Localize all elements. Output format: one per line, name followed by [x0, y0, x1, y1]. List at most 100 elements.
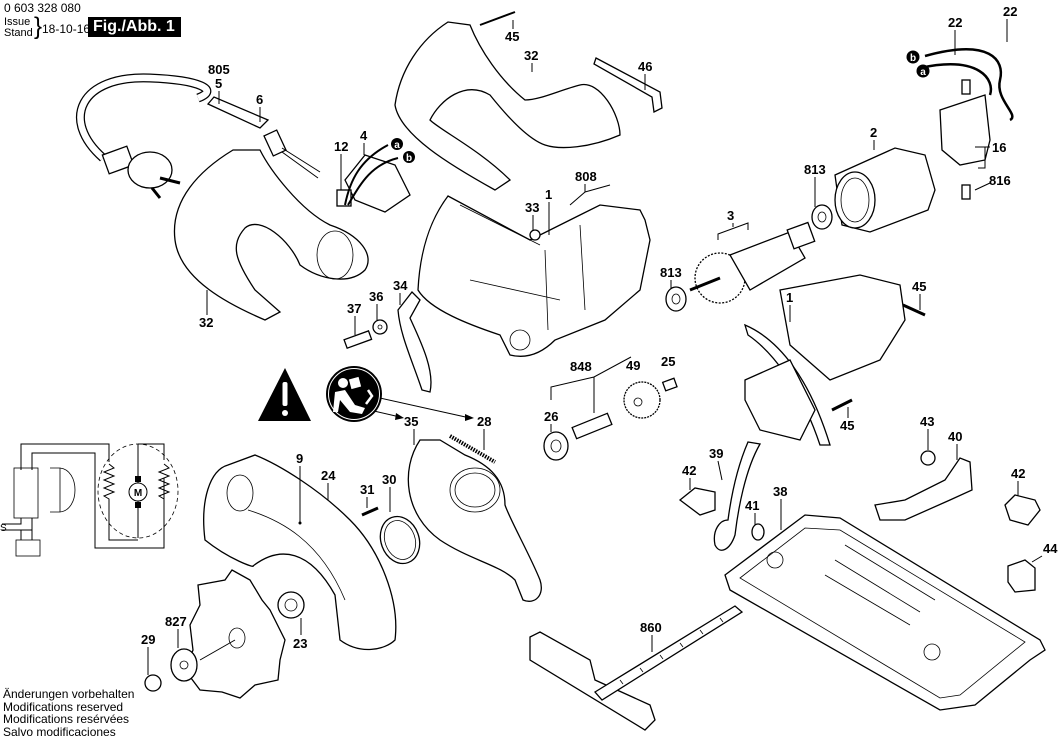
switch-assembly [336, 144, 411, 213]
callout-44: 44 [1043, 541, 1058, 556]
callout-30: 30 [382, 472, 396, 487]
parallel-guide [529, 605, 744, 731]
callout-848: 848 [570, 359, 592, 374]
callout-36: 36 [369, 289, 383, 304]
brush-holder [939, 79, 991, 200]
callout-45-top: 45 [505, 29, 519, 44]
issue-date: 18-10-16 [42, 22, 91, 36]
wire-marker-b-left [403, 151, 415, 163]
footer-note-fr: Modifications resérvées [3, 712, 130, 726]
read-manual-icon [326, 366, 382, 422]
callout-805: 805 [208, 62, 230, 77]
callout-45-motor-b: 45 [840, 418, 854, 433]
callout-12: 12 [334, 139, 348, 154]
callout-4: 4 [360, 128, 368, 143]
callout-813-a: 813 [804, 162, 826, 177]
callout-43: 43 [920, 414, 934, 429]
stand-label: Stand [4, 27, 33, 39]
wire-marker-a-left-text: a [394, 140, 400, 151]
shaft-848 [571, 412, 613, 440]
callout-31: 31 [360, 482, 374, 497]
callout-29: 29 [141, 632, 155, 647]
bearing-813-b [665, 286, 687, 312]
motor-housing [743, 274, 906, 446]
callout-6: 6 [256, 92, 263, 107]
footer-note-en: Modifications reserved [3, 699, 124, 714]
callout-39: 39 [709, 446, 723, 461]
callout-1-motor: 1 [786, 290, 793, 305]
screw-29 [144, 674, 162, 692]
callout-813-b: 813 [660, 265, 682, 280]
footer-note-es: Salvo modificaciones [3, 724, 116, 739]
callout-827: 827 [165, 614, 187, 629]
bearing-26 [543, 431, 569, 461]
callout-22-a: 22 [948, 15, 962, 30]
warning-triangle-icon [258, 368, 311, 421]
callout-49: 49 [626, 358, 640, 373]
knob-42-b [1004, 494, 1041, 526]
callout-35: 35 [404, 414, 418, 429]
callout-26: 26 [544, 409, 558, 424]
callout-816: 816 [989, 173, 1011, 188]
wire-marker-b-right [906, 50, 920, 64]
callout-34: 34 [393, 278, 408, 293]
callout-32-handle: 32 [199, 315, 213, 330]
callout-41: 41 [745, 498, 759, 513]
screw-43 [920, 450, 936, 466]
wire-marker-a-left [391, 138, 403, 150]
brace: } [34, 13, 43, 40]
screw-37 [343, 330, 373, 350]
callout-45-motor-a: 45 [912, 279, 926, 294]
callout-46: 46 [638, 59, 652, 74]
callout-22-b: 22 [1003, 4, 1017, 19]
callout-5: 5 [215, 76, 222, 91]
bearing-813-a [811, 204, 833, 230]
upper-guard [203, 454, 397, 651]
flange-827 [170, 648, 198, 682]
callout-42-b: 42 [1011, 466, 1025, 481]
footer-notes: Änderungen vorbehalten Modifications res… [3, 688, 134, 738]
motor-symbol: M [134, 488, 142, 499]
callout-808: 808 [575, 169, 597, 184]
gear-49 [623, 381, 661, 419]
knob-42-a [678, 487, 716, 516]
issue-label: Issue [4, 16, 31, 28]
lower-guard [407, 439, 542, 602]
wire-marker-a-right-text: a [920, 67, 926, 78]
main-housing [417, 195, 651, 357]
switch-label: S [0, 523, 7, 534]
callout-23: 23 [293, 636, 307, 651]
wire-marker-a-right [916, 64, 930, 78]
saw-blade [184, 569, 286, 699]
riving-knife-34 [397, 291, 432, 393]
hex-key [593, 57, 663, 113]
knob-44 [1007, 559, 1036, 593]
field-stator [834, 147, 936, 233]
callout-38: 38 [773, 484, 787, 499]
ring-30 [379, 515, 421, 565]
callout-32-top: 32 [524, 48, 538, 63]
callout-3: 3 [727, 208, 734, 223]
washer-36 [372, 319, 388, 335]
callout-1-housing: 1 [545, 187, 552, 202]
callout-33: 33 [525, 200, 539, 215]
handle-cover [173, 149, 369, 321]
callout-24: 24 [321, 468, 336, 483]
wire-marker-b-left-text: b [406, 153, 412, 164]
callout-40: 40 [948, 429, 962, 444]
power-cord [75, 73, 321, 199]
callout-37: 37 [347, 301, 361, 316]
issue-stand-label: Issue Stand [4, 17, 33, 39]
screw-41 [751, 523, 765, 541]
callout-860: 860 [640, 620, 662, 635]
handle-shell [394, 21, 621, 191]
base-plate [724, 514, 1046, 711]
callout-25: 25 [661, 354, 675, 369]
bevel-bracket-40 [874, 457, 973, 521]
armature [689, 221, 816, 304]
footer-note-de: Änderungen vorbehalten [3, 687, 135, 701]
callout-2: 2 [870, 125, 877, 140]
plug [101, 145, 181, 199]
wiring-schematic: M S [0, 443, 179, 557]
